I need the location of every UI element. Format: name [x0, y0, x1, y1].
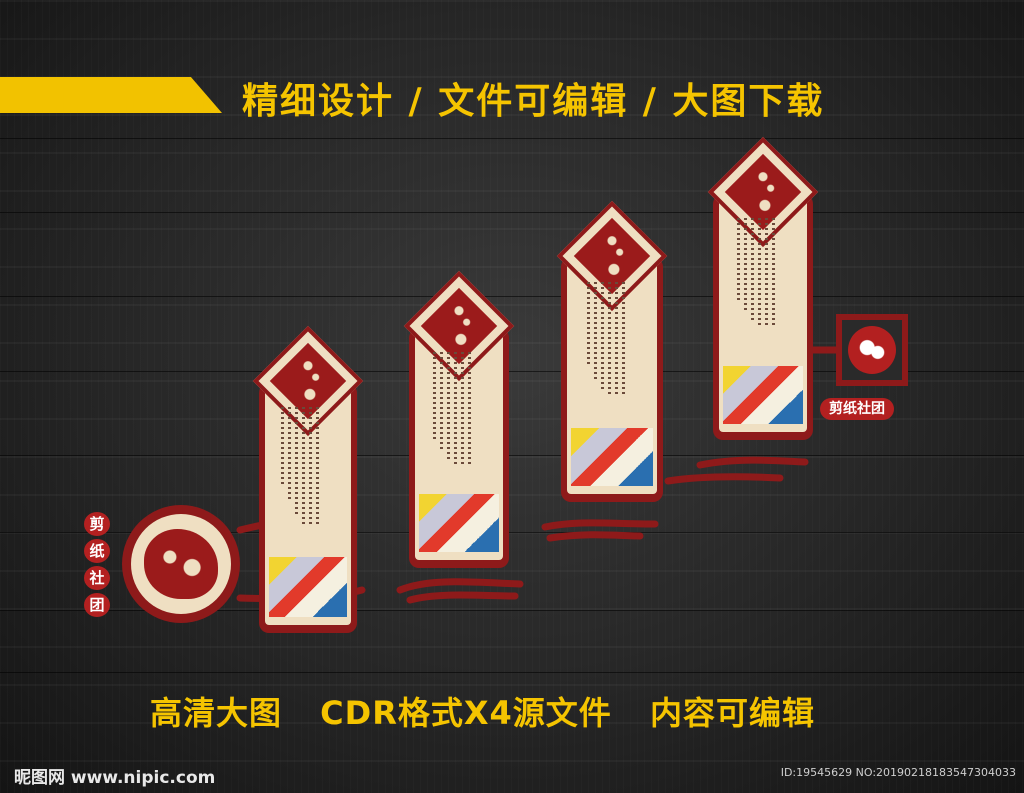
- footline-item-2: CDR格式X4源文件: [320, 694, 612, 732]
- lion-papercut-icon: [848, 326, 896, 374]
- footline-item-3: 内容可编辑: [649, 694, 815, 732]
- panel-text-block: [737, 218, 775, 328]
- top-banner-stripe: [0, 77, 222, 113]
- panel-text-block: [433, 352, 471, 467]
- panel-photo: [723, 366, 803, 424]
- club-emblem-left: [122, 505, 240, 623]
- rooster-papercut-icon: [144, 529, 218, 599]
- panel-photo: [571, 428, 653, 486]
- display-panel-4: [707, 136, 819, 440]
- headline: 精细设计 / 文件可编辑 / 大图下载: [242, 81, 825, 122]
- club-emblem-right: [836, 314, 908, 386]
- footline: 高清大图 CDR格式X4源文件 内容可编辑: [150, 688, 841, 734]
- image-id: ID:19545629 NO:20190218183547304033: [780, 766, 1016, 779]
- panel-text-block: [281, 407, 319, 527]
- display-panel-3: [556, 200, 668, 502]
- footline-item-1: 高清大图: [150, 694, 283, 732]
- club-label-left: 剪 纸 社 团: [84, 512, 114, 617]
- panel-photo: [419, 494, 499, 552]
- club-label-right: 剪纸社团: [820, 398, 894, 420]
- brand-watermark: 昵图网 www.nipic.com: [14, 768, 216, 788]
- panel-text-block: [587, 282, 625, 397]
- display-panel-1: [252, 325, 364, 633]
- display-panel-2: [403, 270, 515, 568]
- panel-photo: [269, 557, 347, 617]
